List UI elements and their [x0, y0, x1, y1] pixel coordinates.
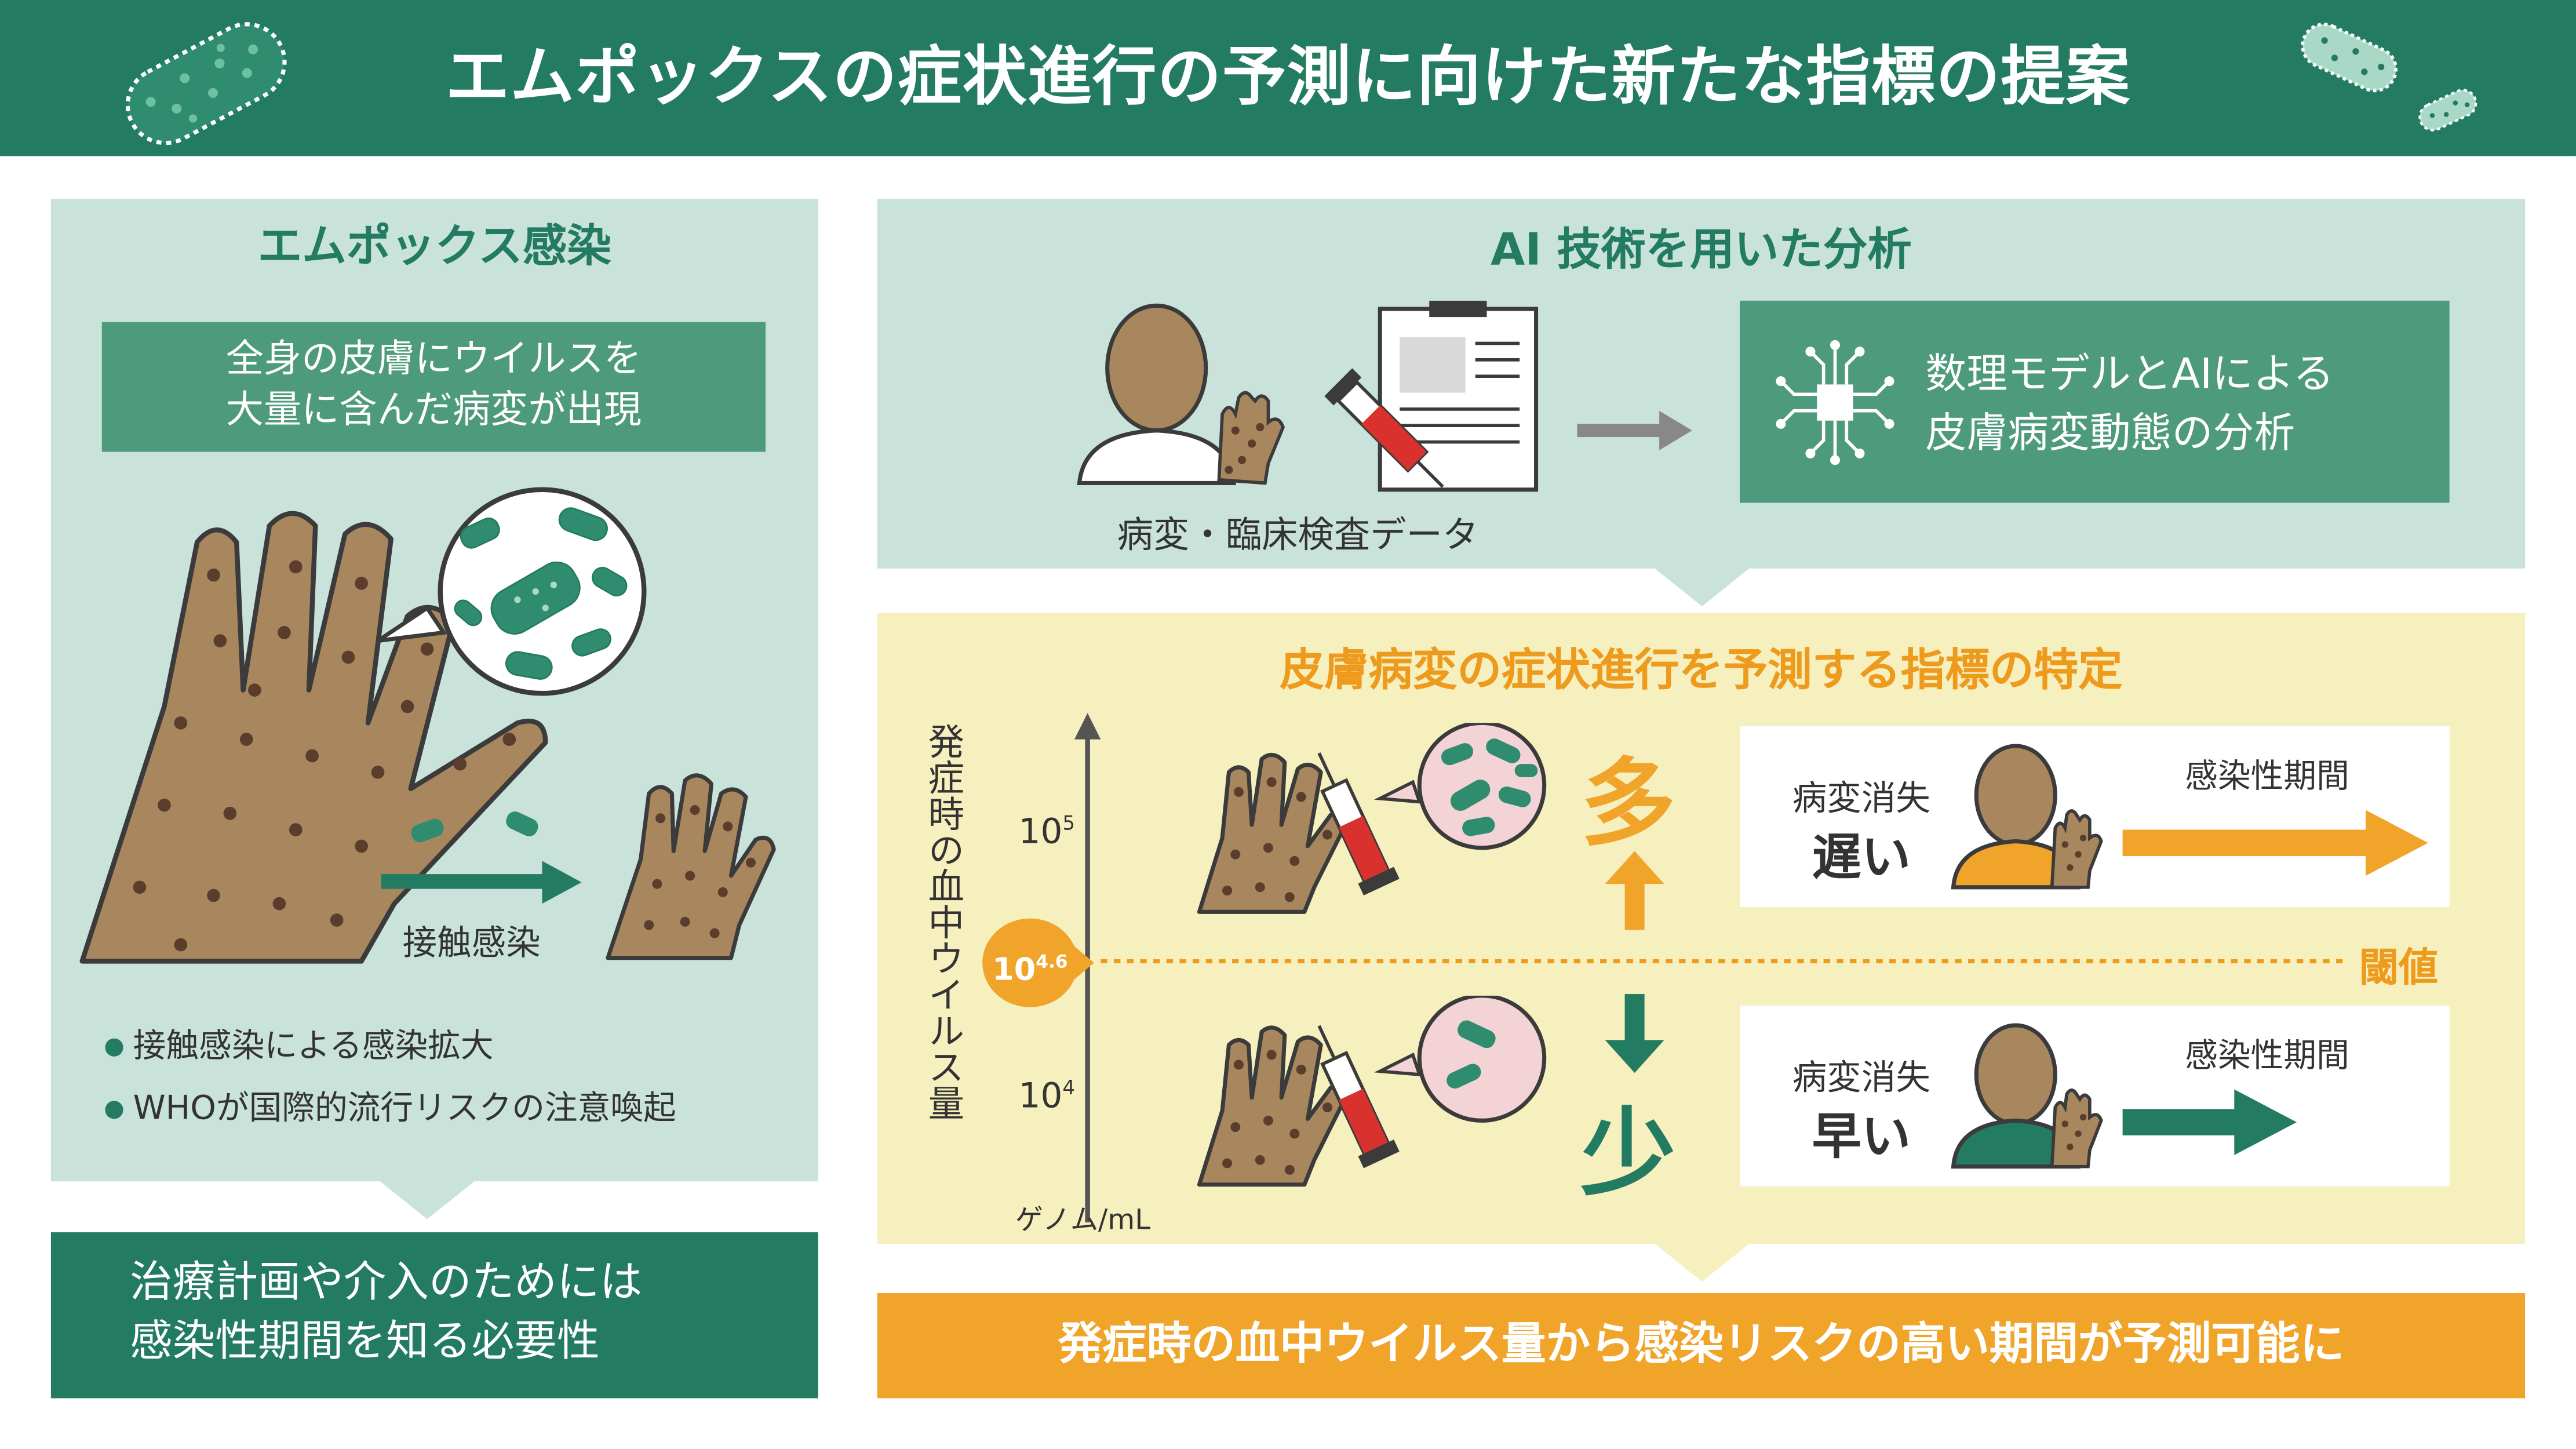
title-bar [0, 0, 2576, 156]
indicator-header: 皮膚病変の症状進行を予測する指標の特定 [1280, 646, 2123, 697]
fast-lesion-label: 病変消失 [1792, 1058, 1930, 1098]
low-load-hand-illustration [1197, 995, 1547, 1187]
ai-result-text: 数理モデルとAIによる 皮膚病変動態の分析 [1925, 345, 2334, 463]
need-box [50, 1232, 818, 1399]
down-pointer-ai [1652, 567, 1751, 607]
threshold-label: 閾値 [2359, 945, 2438, 991]
tick-high: 105 [1018, 811, 1076, 851]
fast-patient-icon [1951, 1023, 2103, 1169]
tick-low: 104 [1018, 1076, 1076, 1116]
need-line1: 治療計画や介入のためには [129, 1258, 643, 1308]
conclusion-box [877, 1293, 2526, 1399]
page-title: エムポックスの症状進行の予測に向けた新たな指標の提案 [445, 41, 2131, 115]
infected-hand-illustration [79, 487, 647, 964]
receiving-hand-illustration [606, 773, 776, 960]
analysis-arrow [1577, 410, 1692, 450]
virus-icon-large [125, 22, 287, 145]
slow-patient-icon [1951, 744, 2103, 890]
ai-result-line1: 数理モデルとAIによる [1925, 349, 2334, 398]
patient-illustration [1077, 303, 1285, 485]
up-arrow [1605, 851, 1664, 930]
down-arrow [1605, 994, 1664, 1073]
down-pointer-yellow [1652, 1242, 1751, 1282]
lesion-box: 全身の皮膚にウイルスを 大量に含んだ病変が出現 [101, 322, 766, 452]
bullet-dot [105, 1101, 123, 1119]
threshold-line [1101, 959, 2343, 963]
high-load-hand-illustration [1197, 723, 1547, 914]
need-line2: 感染性期間を知る必要性 [129, 1317, 600, 1367]
chip-icon [1776, 340, 1894, 465]
fast-period-label: 感染性期間 [2185, 1035, 2349, 1075]
bullet-2: WHOが国際的流行リスクの注意喚起 [105, 1081, 676, 1128]
conclusion-text: 発症時の血中ウイルス量から感染リスクの高い期間が予測可能に [1058, 1319, 2345, 1371]
slow-speed-label: 遅い [1812, 829, 1911, 887]
lesion-box-line2: 大量に含んだ病変が出現 [225, 389, 642, 432]
bullet-1: 接触感染による感染拡大 [105, 1019, 494, 1066]
infection-header: エムポックス感染 [257, 221, 611, 273]
fast-clearance-box [1740, 1005, 2450, 1186]
bullet-dot [105, 1038, 123, 1057]
threshold-pointer [1074, 946, 1094, 980]
slow-clearance-box [1740, 726, 2450, 907]
slow-lesion-label: 病変消失 [1792, 778, 1930, 818]
long-period-arrow [2122, 810, 2428, 876]
contact-arrow [381, 861, 582, 904]
short-period-arrow [2122, 1089, 2297, 1155]
threshold-value: 104.6 [982, 918, 1078, 1007]
data-label: 病変・臨床検査データ [1117, 516, 1479, 557]
ai-result-box [1740, 300, 2450, 503]
y-axis [1074, 713, 1101, 1223]
ai-header: AI 技術を用いた分析 [1491, 225, 1912, 276]
need-text: 治療計画や介入のためには 感染性期間を知る必要性 [130, 1254, 643, 1372]
virus-icon-tiny [2418, 89, 2477, 132]
contact-label: 接触感染 [402, 923, 541, 963]
ai-result-line2: 皮膚病変動態の分析 [1925, 409, 2296, 457]
slow-period-label: 感染性期間 [2185, 756, 2349, 796]
clinical-data-illustration [1324, 300, 1539, 492]
high-label: 多 [1580, 747, 1676, 860]
fast-speed-label: 早い [1812, 1109, 1911, 1167]
down-pointer-left [378, 1179, 477, 1219]
unit-label: ゲノム/mL [1015, 1204, 1151, 1237]
lesion-box-line1: 全身の皮膚にウイルスを [225, 338, 642, 381]
axis-label: 発症時の血中ウイルス量 [921, 723, 963, 1121]
virus-icon-small [2301, 23, 2398, 93]
low-label: 少 [1580, 1097, 1676, 1210]
